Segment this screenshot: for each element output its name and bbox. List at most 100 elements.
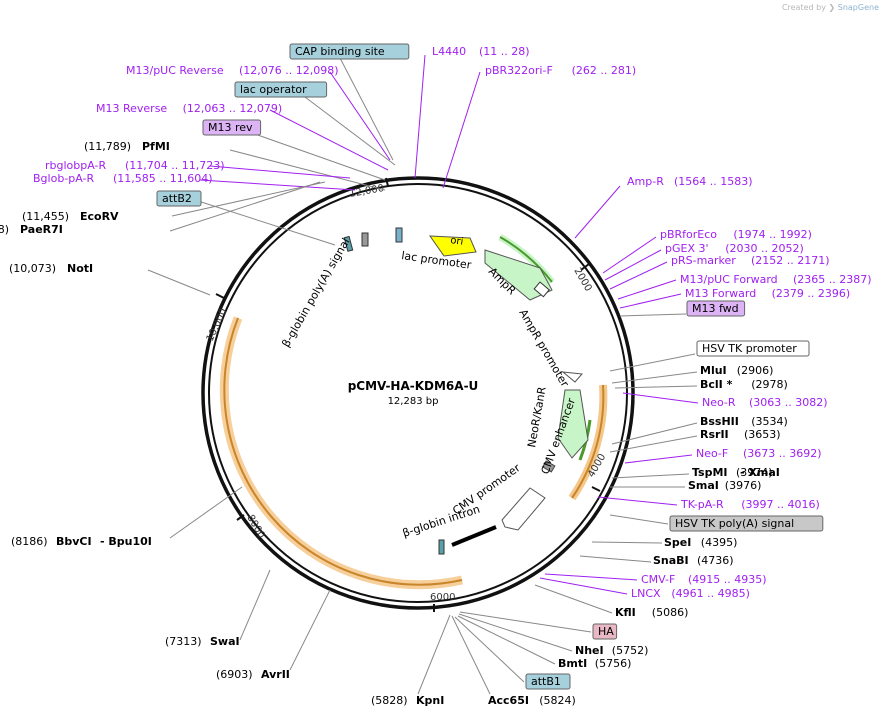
label-pos-snabi: (4736) xyxy=(697,554,734,567)
label-pos-m13pucrev: (12,076 .. 12,098) xyxy=(239,64,339,77)
label-m13rev: M13 Reverse(12,063 .. 12,079) xyxy=(96,102,282,115)
leader-ecorv xyxy=(171,181,326,217)
label-mlui: (2906)MluI xyxy=(700,364,773,377)
label-text-xmai: - XmaI xyxy=(740,466,780,479)
leader-attb2 xyxy=(194,199,336,246)
label-cap: CAP binding site xyxy=(289,43,410,60)
label-text-lncx: LNCX xyxy=(631,587,661,600)
label-pos-l4440: (11 .. 28) xyxy=(479,45,530,58)
label-box-ha xyxy=(592,623,618,640)
label-rbglob: rbglobpA-R(11,704 .. 11,723) xyxy=(45,159,225,172)
label-pos-pgex: (2030 .. 2052) xyxy=(725,242,804,255)
leader-lacop xyxy=(304,96,396,166)
label-text-swai: SwaI xyxy=(210,635,240,648)
leader-l4440 xyxy=(414,54,426,179)
label-hsvtkp: HSV TK promoter xyxy=(696,340,810,357)
leader-cap xyxy=(339,57,394,161)
label-text-paer7i: PaeR7I xyxy=(20,223,63,236)
neor-arrow xyxy=(557,389,589,459)
label-bmti: (5756)BmtI xyxy=(558,657,631,670)
label-neof_p: Neo-F (3673 .. 3692) xyxy=(696,447,822,460)
leader-pgex xyxy=(604,249,662,281)
label-pos-avrii: (6903) xyxy=(216,668,253,681)
lac-promoter-box xyxy=(395,227,403,243)
leader-tkpa xyxy=(597,496,678,506)
label-text-m13pucrev: M13/pUC Reverse xyxy=(126,64,224,77)
leader-mlui xyxy=(611,371,698,384)
label-pos-bmti: (5756) xyxy=(595,657,632,670)
tick-marks xyxy=(215,177,601,612)
label-text-pgex: pGEX 3' xyxy=(665,242,709,255)
label-attb2: attB2 xyxy=(156,190,202,207)
tick-label-10000: 10,000 xyxy=(205,307,230,343)
label-pos-kfli: (5086) xyxy=(652,606,689,619)
leader-spei xyxy=(591,541,663,544)
label-text-rbglob: rbglobpA-R xyxy=(45,159,106,172)
label-text-bcli: BclI * xyxy=(700,378,733,391)
label-pos-cmvf: (4915 .. 4935) xyxy=(688,573,767,586)
label-m13revbox: M13 rev xyxy=(202,119,262,136)
label-text-m13pucfwd: M13/pUC Forward xyxy=(680,273,778,286)
label-bcli: (2978)BclI * xyxy=(700,378,788,391)
leader-rsrii xyxy=(609,435,698,453)
leader-avrii xyxy=(289,589,331,671)
label-text-attb2: attB2 xyxy=(162,192,192,205)
label-text-smai: SmaI xyxy=(688,479,719,492)
label-l4440: L4440(11 .. 28) xyxy=(432,45,530,58)
leader-snabi xyxy=(579,555,652,563)
label-bsshii: (3534) BssHII xyxy=(700,415,788,428)
label-text-tkpa: TK-pA-R xyxy=(680,498,724,511)
label-noti: (10,073)NotI xyxy=(9,262,93,275)
leader-bbvci xyxy=(169,486,243,539)
label-pos-nhei: (5752) xyxy=(612,644,649,657)
leader-pfmi xyxy=(229,149,386,191)
ampr-promoter-box xyxy=(533,281,550,298)
label-smai: (3976)SmaI xyxy=(688,479,761,492)
plasmid-name: pCMV-HA-KDM6A-U xyxy=(348,379,479,393)
label-lacop: lac operator xyxy=(234,81,328,98)
grey-feature-box xyxy=(361,232,369,247)
label-text-pbr322: pBR322ori-F xyxy=(485,64,553,77)
label-pos-rsrii: (3653) xyxy=(744,428,781,441)
tick-labels: 2000 4000 6000 8000 10,000 12,000 xyxy=(205,183,609,603)
label-box-hsvtkpa xyxy=(669,515,824,532)
ori-arrow xyxy=(429,235,477,257)
label-rsrii: (3653)RsrII xyxy=(700,428,781,441)
label-tkpa: TK-pA-R (3997 .. 4016) xyxy=(680,498,820,511)
gene-arc-small-stroke xyxy=(571,384,605,499)
label-pos-ecorv: (11,455) xyxy=(22,210,69,223)
label-text-kpni: KpnI xyxy=(416,694,444,707)
label-box-cap xyxy=(289,43,410,60)
label-box-m13revbox xyxy=(202,119,262,136)
label-text-bsshii: BssHII xyxy=(700,415,739,428)
leader-swai xyxy=(239,569,271,641)
leader-acc65i xyxy=(451,615,491,695)
label-pos-bsshii: (3534) xyxy=(751,415,788,428)
leader-ha xyxy=(459,611,592,633)
tick-label-2000: 2000 xyxy=(571,266,593,294)
label-pos-bglob: (11,585 .. 11,604) xyxy=(113,172,213,185)
label-text-bbvci: BbvCI xyxy=(56,535,92,548)
leader-kpni xyxy=(417,614,451,695)
label-bglob: Bglob-pA-R(11,585 .. 11,604) xyxy=(33,172,213,185)
label-pos-m13fwd: (2379 .. 2396) xyxy=(772,287,851,300)
label-pos-m13rev: (12,063 .. 12,079) xyxy=(183,102,283,115)
label-text-cap: CAP binding site xyxy=(295,45,385,58)
label-box-lacop xyxy=(234,81,328,98)
label-ecorv: (11,455)EcoRV xyxy=(22,210,119,223)
credit-brand: SnapGene xyxy=(837,3,879,12)
label-m13fwd: M13 Forward(2379 .. 2396) xyxy=(685,287,850,300)
ori-label: ori xyxy=(450,235,464,248)
label-text-tspmi: TspMI xyxy=(692,466,728,479)
label-paer7i: (11,448)PaeR7I xyxy=(0,223,63,236)
leader-tspmi xyxy=(611,473,690,479)
label-pos-neof_p: (3673 .. 3692) xyxy=(743,447,822,460)
label-text-ampr_p: Amp-R xyxy=(627,175,664,188)
snapgene-logo-icon: ❯ xyxy=(828,3,836,12)
bglobin-polya-box xyxy=(343,235,354,252)
label-pos-tkpa: (3997 .. 4016) xyxy=(741,498,820,511)
tick-label-6000: 6000 xyxy=(430,592,455,603)
label-text-neof_p: Neo-F xyxy=(696,447,728,460)
bglobin-polya-label: β-globin poly(A) signal xyxy=(279,236,352,350)
